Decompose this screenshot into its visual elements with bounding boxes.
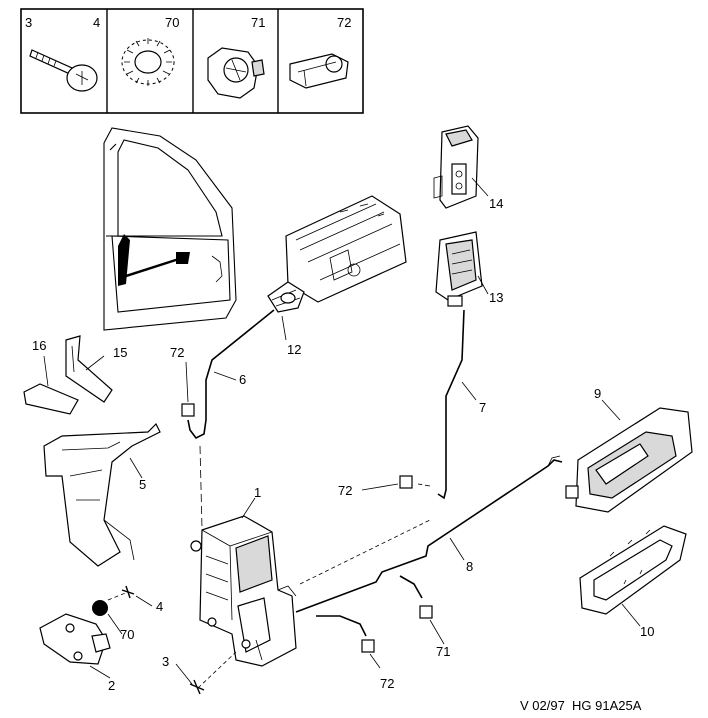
callout-10: 10 bbox=[640, 624, 654, 639]
callout-4: 4 bbox=[156, 599, 163, 614]
part-15-gasket bbox=[65, 335, 113, 403]
callout-13: 13 bbox=[489, 290, 503, 305]
door-outline bbox=[103, 127, 237, 331]
part-10-bezel bbox=[579, 525, 687, 615]
part-4-fixing-marker bbox=[107, 585, 135, 601]
callout-1: 1 bbox=[254, 485, 261, 500]
rod-retainer-clip-icon bbox=[289, 53, 349, 89]
legend-label-70: 70 bbox=[165, 15, 179, 30]
callout-72-rod-7: 72 bbox=[338, 483, 352, 498]
legend-label-71: 71 bbox=[251, 15, 265, 30]
leader-lines bbox=[43, 177, 641, 685]
clip-71-rod-8 bbox=[419, 605, 433, 619]
rod-71-curve bbox=[399, 575, 423, 599]
part-7-rod bbox=[437, 309, 465, 500]
door-panel-cutaway bbox=[285, 195, 407, 303]
legend-label-4: 4 bbox=[93, 15, 100, 30]
legend-label-3: 3 bbox=[25, 15, 32, 30]
callout-6: 6 bbox=[239, 372, 246, 387]
part-14-handle-cover bbox=[433, 125, 479, 209]
clip-72-lower bbox=[361, 639, 375, 653]
callout-8: 8 bbox=[466, 559, 473, 574]
callout-15: 15 bbox=[113, 345, 127, 360]
rod-6-axis bbox=[199, 445, 203, 529]
part-8-rod bbox=[295, 459, 563, 613]
rod-8-hook bbox=[547, 455, 561, 467]
legend-box: 3 4 70 71 72 bbox=[20, 8, 364, 114]
callout-70: 70 bbox=[120, 627, 134, 642]
callout-16: 16 bbox=[32, 338, 46, 353]
star-washer-icon bbox=[121, 38, 175, 86]
screw-icon bbox=[29, 49, 98, 92]
callout-5: 5 bbox=[139, 477, 146, 492]
rod-clip-icon bbox=[207, 47, 265, 99]
reference-code: V 02/97 HG 91A25A bbox=[520, 698, 642, 713]
callout-3: 3 bbox=[162, 654, 169, 669]
part-16-pad bbox=[23, 383, 79, 415]
callout-72-lower: 72 bbox=[380, 676, 394, 691]
part-70-washer bbox=[92, 600, 108, 616]
rod-7-axis bbox=[417, 483, 431, 487]
clip-72-rod-6 bbox=[181, 403, 195, 417]
rod-8-link bbox=[299, 519, 431, 585]
callout-2: 2 bbox=[108, 678, 115, 693]
part-5-shield bbox=[43, 422, 161, 567]
callout-72-rod-6: 72 bbox=[170, 345, 184, 360]
part-9-interior-handle bbox=[565, 407, 693, 513]
part-12-clip bbox=[267, 281, 305, 313]
part-2-bracket bbox=[39, 613, 111, 665]
callout-7: 7 bbox=[479, 400, 486, 415]
clip-72-rod-7 bbox=[399, 475, 413, 489]
part-3-screw-marker bbox=[189, 651, 237, 695]
callout-14: 14 bbox=[489, 196, 503, 211]
rod-72-curve bbox=[316, 615, 367, 637]
part-13-handle-housing bbox=[435, 231, 483, 307]
callout-12: 12 bbox=[287, 342, 301, 357]
legend-label-72: 72 bbox=[337, 15, 351, 30]
callout-9: 9 bbox=[594, 386, 601, 401]
callout-71: 71 bbox=[436, 644, 450, 659]
part-6-rod bbox=[187, 309, 275, 440]
part-1-lock-body bbox=[190, 515, 297, 667]
